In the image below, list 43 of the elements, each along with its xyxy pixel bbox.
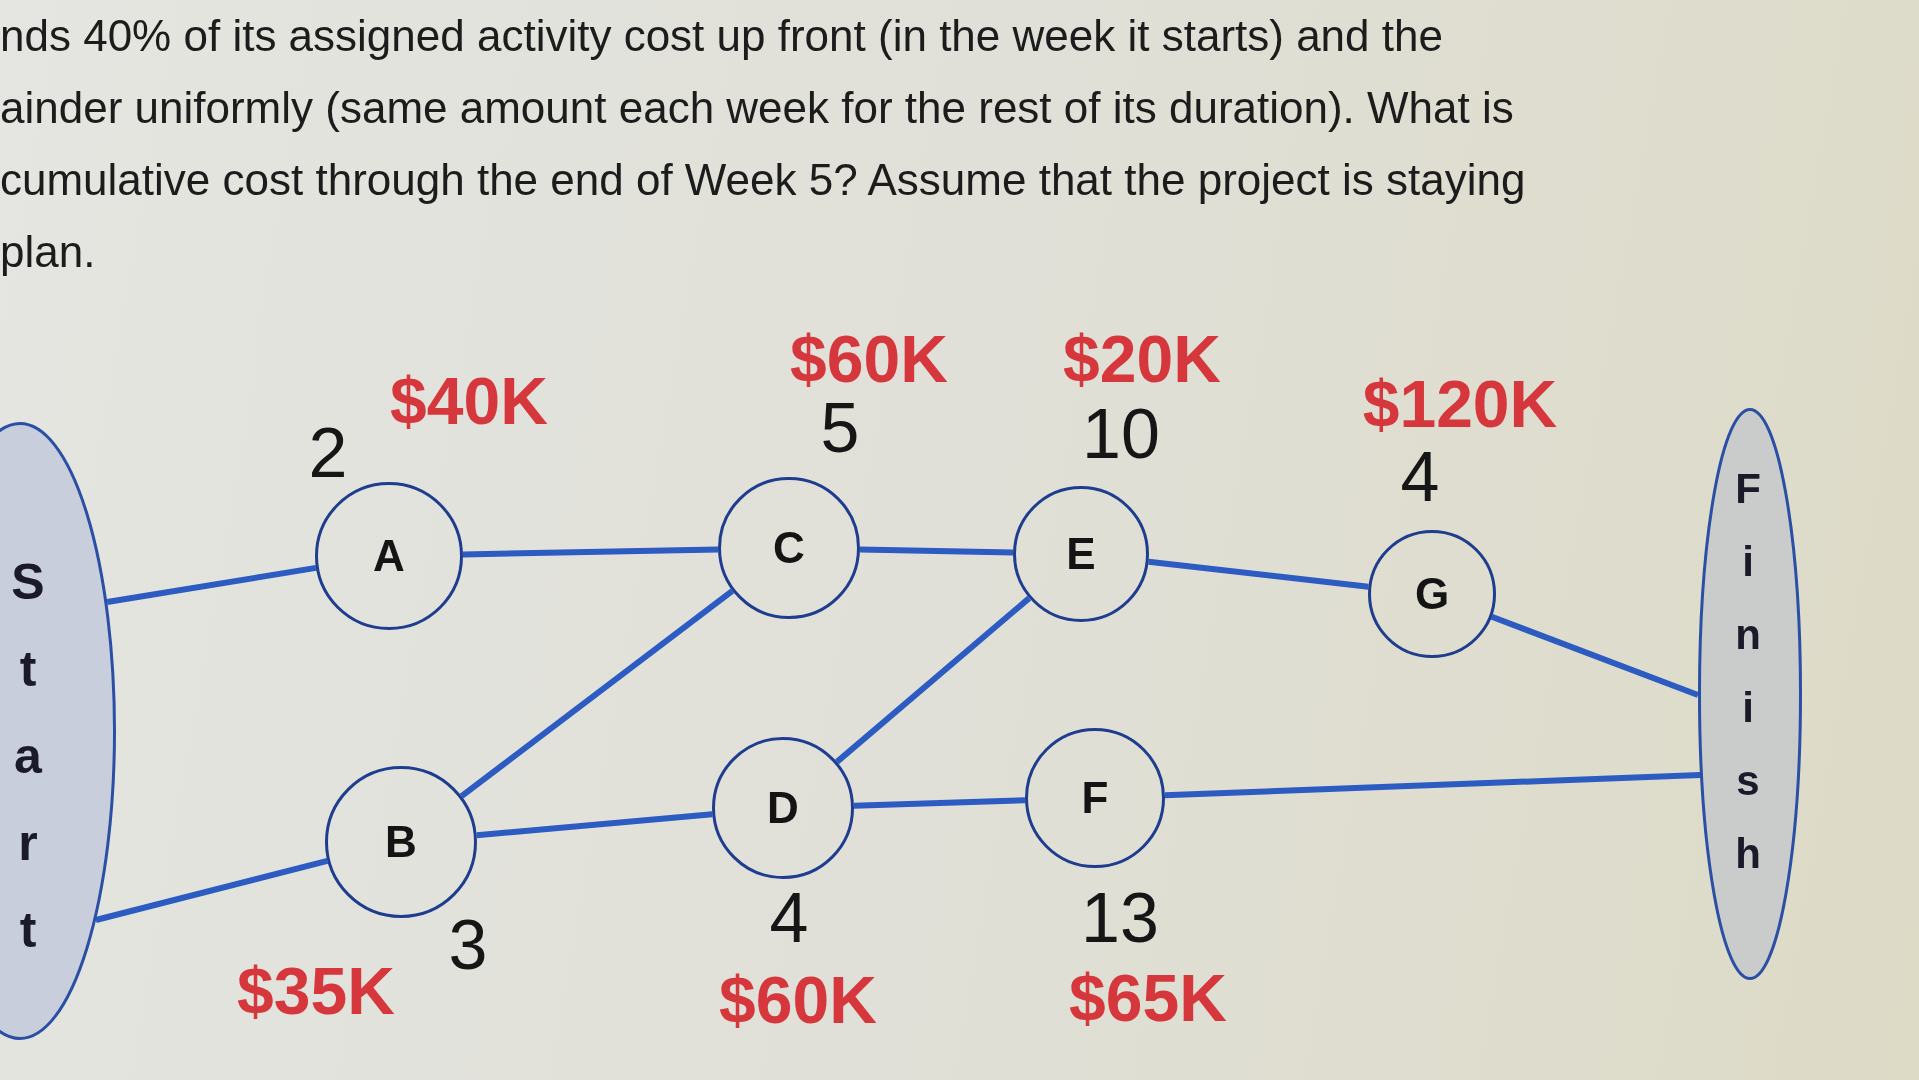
node-label: F — [1081, 776, 1109, 820]
node-label: B — [385, 820, 417, 864]
activity-circle — [325, 766, 477, 918]
node-label: E — [1066, 532, 1096, 576]
question-text: nds 40% of its assigned activity cost up front (in the week it starts) and the ainder uniformly (same amount each week for the rest of its duration). What is cumulative cost through the end of Week 5? Assume that the project is staying plan. — [0, 10, 1527, 278]
connector-line — [459, 588, 735, 799]
activity-circle — [712, 737, 854, 879]
node-label: G — [1414, 572, 1450, 616]
connector-line — [1148, 558, 1369, 590]
duration-label: 10 — [1082, 399, 1160, 469]
connector-line — [1164, 772, 1701, 799]
node-label: A — [373, 534, 405, 578]
duration-label: 5 — [820, 393, 860, 463]
connector-line — [476, 811, 713, 839]
node-label: D — [767, 786, 799, 830]
connector-line — [835, 595, 1032, 765]
node-label: C — [773, 526, 805, 570]
cost-label: $120K — [1362, 371, 1558, 437]
cost-label: $20K — [1063, 326, 1221, 392]
duration-label: 4 — [769, 883, 809, 953]
connector-line — [1490, 613, 1700, 698]
connector-line — [859, 546, 1014, 556]
cost-label: $65K — [1069, 965, 1227, 1031]
activity-circle — [1368, 530, 1496, 658]
cost-label: $35K — [237, 958, 395, 1024]
duration-label: 13 — [1081, 883, 1159, 953]
duration-label: 3 — [448, 910, 488, 980]
connector-line — [462, 546, 719, 558]
connector-line — [106, 564, 317, 605]
connector-line — [95, 857, 329, 923]
cost-label: $60K — [719, 967, 877, 1033]
connector-line — [853, 797, 1026, 809]
activity-circle — [718, 477, 860, 619]
node-label: Start — [11, 552, 45, 960]
cost-label: $40K — [390, 368, 548, 434]
activity-circle — [1013, 486, 1149, 622]
cost-label: $60K — [790, 326, 948, 392]
terminal-ellipse — [1698, 408, 1802, 980]
node-label: Finish — [1735, 464, 1761, 879]
activity-circle — [1025, 728, 1165, 868]
duration-label: 2 — [308, 418, 348, 488]
activity-circle — [315, 482, 463, 630]
duration-label: 4 — [1400, 442, 1440, 512]
